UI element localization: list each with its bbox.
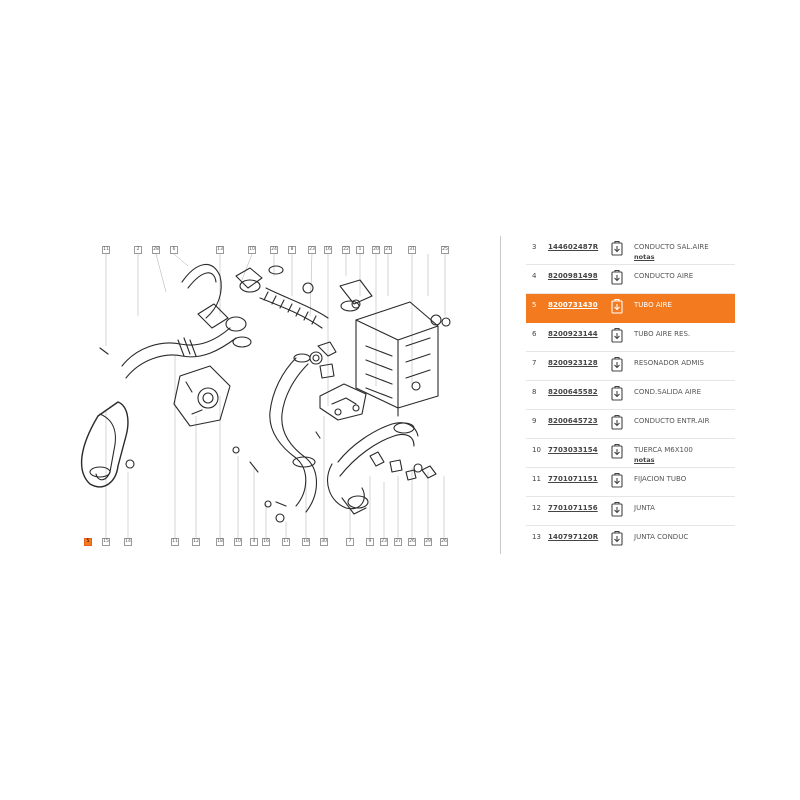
- part-name: JUNTA CONDUC: [634, 533, 689, 541]
- part-reference-link[interactable]: 144602487R: [548, 243, 599, 251]
- part-name: CONDUCTO ENTR.AIR: [634, 417, 710, 425]
- part-reference-link[interactable]: 7701071151: [548, 475, 598, 483]
- cart-icon[interactable]: [610, 298, 624, 314]
- part-number: 4: [532, 272, 537, 280]
- part-reference-link[interactable]: 8200923128: [548, 359, 598, 367]
- callout-bottom[interactable]: 23: [380, 538, 388, 546]
- part-row[interactable]: 10 7703033154 TUERCA M6X100 notas: [526, 439, 735, 468]
- part-name: COND.SALIDA AIRE: [634, 388, 701, 396]
- callout-bottom-selected[interactable]: 5: [84, 538, 92, 546]
- cart-icon[interactable]: [610, 501, 624, 517]
- callout-bottom[interactable]: 17: [282, 538, 290, 546]
- callout-top[interactable]: 20: [372, 246, 380, 254]
- callout-bottom[interactable]: 9: [366, 538, 374, 546]
- part-number: 12: [532, 504, 541, 512]
- cart-icon[interactable]: [610, 240, 624, 256]
- part-number: 13: [532, 533, 541, 541]
- part-row[interactable]: 3 144602487R CONDUCTO SAL.AIRE notas: [526, 236, 735, 265]
- part-number: 9: [532, 417, 537, 425]
- part-row-selected[interactable]: 5 8200731430 TUBO AIRE: [526, 294, 735, 323]
- cart-icon[interactable]: [610, 443, 624, 459]
- part-number: 3: [532, 243, 537, 251]
- callout-bottom[interactable]: 18: [302, 538, 310, 546]
- callout-bottom[interactable]: 18: [216, 538, 224, 546]
- callout-bottom[interactable]: 16: [262, 538, 270, 546]
- part-row[interactable]: 4 8200981498 CONDUCTO AIRE: [526, 265, 735, 294]
- callout-bottom[interactable]: 11: [171, 538, 179, 546]
- part-row[interactable]: 13 140797120R JUNTA CONDUC: [526, 526, 735, 554]
- callout-top[interactable]: 8: [288, 246, 296, 254]
- part-number: 7: [532, 359, 537, 367]
- cart-icon[interactable]: [610, 385, 624, 401]
- part-reference-link[interactable]: 8200731430: [548, 301, 598, 309]
- callout-top[interactable]: 16: [324, 246, 332, 254]
- callout-top[interactable]: 22: [342, 246, 350, 254]
- part-number: 6: [532, 330, 537, 338]
- part-number: 11: [532, 475, 541, 483]
- part-row[interactable]: 12 7701071156 JUNTA: [526, 497, 735, 526]
- part-row[interactable]: 8 8200645582 COND.SALIDA AIRE: [526, 381, 735, 410]
- part-reference-link[interactable]: 8200645723: [548, 417, 598, 425]
- callout-top[interactable]: 1: [356, 246, 364, 254]
- callout-top[interactable]: 11: [102, 246, 110, 254]
- panel-divider: [500, 236, 501, 554]
- callout-bottom[interactable]: 30: [320, 538, 328, 546]
- cart-icon[interactable]: [610, 414, 624, 430]
- part-reference-link[interactable]: 7701071156: [548, 504, 598, 512]
- callout-bottom[interactable]: 4: [250, 538, 258, 546]
- part-reference-link[interactable]: 8200981498: [548, 272, 598, 280]
- callout-bottom[interactable]: 12: [192, 538, 200, 546]
- callout-bottom[interactable]: 26: [440, 538, 448, 546]
- callout-top[interactable]: 10: [248, 246, 256, 254]
- cart-icon[interactable]: [610, 269, 624, 285]
- callout-top[interactable]: 6: [170, 246, 178, 254]
- part-reference-link[interactable]: 7703033154: [548, 446, 598, 454]
- callout-bottom[interactable]: 27: [394, 538, 402, 546]
- parts-list: 3 144602487R CONDUCTO SAL.AIRE notas 4 8…: [526, 236, 735, 554]
- part-name: JUNTA: [634, 504, 655, 512]
- callout-top[interactable]: 24: [270, 246, 278, 254]
- part-reference-link[interactable]: 8200645582: [548, 388, 598, 396]
- part-number: 10: [532, 446, 541, 454]
- cart-icon[interactable]: [610, 530, 624, 546]
- callout-bottom[interactable]: 14: [124, 538, 132, 546]
- callout-top[interactable]: 13: [216, 246, 224, 254]
- callout-bottom[interactable]: 7: [346, 538, 354, 546]
- part-notes-link[interactable]: notas: [634, 456, 655, 464]
- part-row[interactable]: 6 8200923144 TUBO AIRE RES.: [526, 323, 735, 352]
- callout-bottom[interactable]: 29: [424, 538, 432, 546]
- part-row[interactable]: 7 8200923128 RESONADOR ADMIS: [526, 352, 735, 381]
- part-row[interactable]: 11 7701071151 FIJACION TUBO: [526, 468, 735, 497]
- callout-top[interactable]: 28: [152, 246, 160, 254]
- callout-top[interactable]: 2: [134, 246, 142, 254]
- part-name: FIJACION TUBO: [634, 475, 687, 483]
- callout-bottom[interactable]: 15: [102, 538, 110, 546]
- cart-icon[interactable]: [610, 327, 624, 343]
- part-row[interactable]: 9 8200645723 CONDUCTO ENTR.AIR: [526, 410, 735, 439]
- part-number: 8: [532, 388, 537, 396]
- callout-bottom[interactable]: 10: [234, 538, 242, 546]
- callout-bottom[interactable]: 26: [408, 538, 416, 546]
- exploded-diagram: 11 2 28 6 13 10 24 8 23 16 22 1 20 21 31…: [70, 236, 462, 554]
- part-name: CONDUCTO AIRE: [634, 272, 694, 280]
- callout-top[interactable]: 23: [308, 246, 316, 254]
- part-reference-link[interactable]: 140797120R: [548, 533, 599, 541]
- cart-icon[interactable]: [610, 356, 624, 372]
- part-name: RESONADOR ADMIS: [634, 359, 704, 367]
- callout-top[interactable]: 31: [408, 246, 416, 254]
- cart-icon[interactable]: [610, 472, 624, 488]
- part-name: TUERCA M6X100: [634, 446, 693, 454]
- callout-top[interactable]: 21: [384, 246, 392, 254]
- part-number: 5: [532, 301, 537, 309]
- part-name: TUBO AIRE RES.: [634, 330, 691, 338]
- part-name: CONDUCTO SAL.AIRE: [634, 243, 709, 251]
- part-name: TUBO AIRE: [634, 301, 672, 309]
- part-notes-link[interactable]: notas: [634, 253, 655, 261]
- callout-top[interactable]: 25: [441, 246, 449, 254]
- parts-illustration: [80, 253, 451, 539]
- part-reference-link[interactable]: 8200923144: [548, 330, 598, 338]
